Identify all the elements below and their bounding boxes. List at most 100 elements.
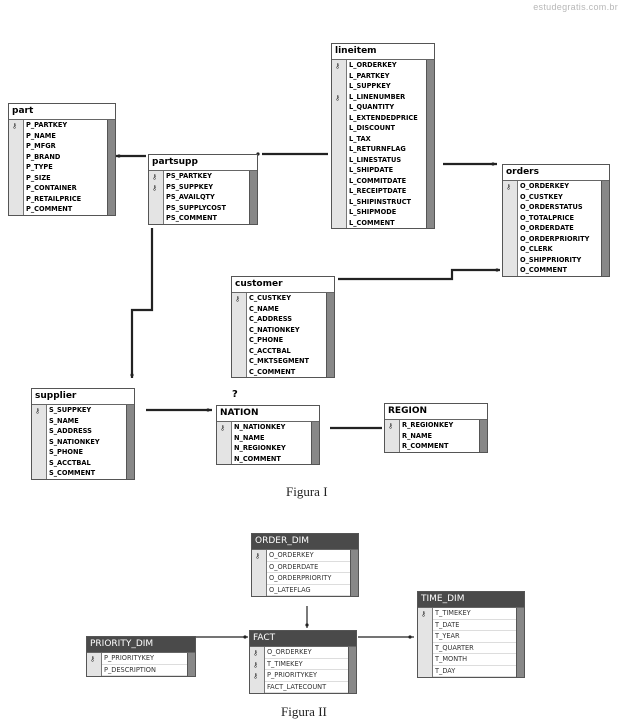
column-field: C_PHONE [247,335,326,346]
column-name: PS_PARTKEY [166,172,212,180]
column-field: L_TAX [347,134,426,145]
column-name: L_LINESTATUS [349,155,402,164]
column-name: P_SIZE [26,173,51,182]
scrollbar[interactable] [348,647,356,693]
column-field: ⚷P_PARTKEY [12,120,107,131]
primary-key-icon: ⚷ [335,62,341,70]
column-name: PS_SUPPKEY [166,182,214,191]
column-field: ⚷S_SUPPKEY [35,405,126,416]
table-title: NATION [217,406,319,422]
rel-customer-orders [338,268,500,281]
scrollbar[interactable] [426,60,434,228]
scrollbar[interactable] [479,420,487,452]
column-field: P_CONTAINER [24,183,107,194]
column-name: R_NAME [402,431,433,440]
column-name: O_ORDERKEY [520,182,570,190]
column-field: ⚷O_ORDERKEY [255,550,350,562]
scrollbar[interactable] [326,293,334,377]
primary-key-icon: ⚷ [388,422,394,430]
scrollbar[interactable] [516,608,524,677]
primary-key-icon: ⚷ [12,122,18,130]
column-field: ⚷L_LINENUMBER [335,92,426,103]
column-name: S_PHONE [49,448,84,456]
column-name: T_DAY [435,666,456,675]
column-name: T_MONTH [435,655,468,663]
column-name: P_DESCRIPTION [104,665,156,674]
column-field: O_ORDERDATE [518,223,601,234]
table-title: partsupp [149,155,257,171]
scrollbar[interactable] [126,405,134,479]
column-name: N_NATIONKEY [234,423,286,431]
scrollbar[interactable] [350,550,358,596]
column-field: S_COMMENT [47,468,126,479]
column-field: L_SHIPDATE [347,165,426,176]
column-name: O_ORDERKEY [269,551,314,559]
column-field: O_ORDERSTATUS [518,202,601,213]
column-name: P_CONTAINER [26,184,77,192]
scrollbar[interactable] [107,120,115,215]
column-field: S_ACCTBAL [47,458,126,469]
column-name: L_LINENUMBER [349,92,406,101]
column-name: T_TIMEKEY [267,659,303,668]
column-field: N_COMMENT [232,454,311,465]
scrollbar[interactable] [187,653,195,676]
scrollbar[interactable] [311,422,319,464]
column-name: O_ORDERSTATUS [520,203,583,211]
column-field: L_PARTKEY [347,71,426,82]
row-selector-gutter [32,405,47,479]
column-field: ⚷T_TIMEKEY [253,659,348,670]
column-name: P_PRIORITYKEY [104,654,155,662]
column-field: L_SHIPMODE [347,207,426,218]
column-field: O_ORDERPRIORITY [518,234,601,245]
column-name: PS_COMMENT [166,214,217,222]
column-field: N_REGIONKEY [232,443,311,454]
column-name: FACT_LATECOUNT [267,682,327,691]
column-name: C_PHONE [249,336,284,344]
column-name: C_MKTSEGMENT [249,357,310,365]
column-field: T_DAY [433,666,516,677]
column-field: P_SIZE [24,173,107,184]
column-name: P_MFGR [26,142,56,150]
row-selector-gutter [418,608,433,677]
column-field: L_SUPPKEY [347,81,426,92]
row-selector-gutter [149,171,164,224]
column-field: S_ADDRESS [47,426,126,437]
column-name: T_DATE [435,620,460,629]
column-name: O_ORDERDATE [520,224,574,232]
column-name: P_BRAND [26,152,61,161]
column-field: C_COMMENT [247,367,326,378]
column-name: P_RETAILPRICE [26,194,82,203]
scrollbar[interactable] [249,171,257,224]
column-field: P_TYPE [24,162,107,173]
column-field: S_NAME [47,416,126,427]
column-field: ⚷T_TIMEKEY [421,608,516,620]
column-name: O_CUSTKEY [520,192,563,201]
column-field: O_TOTALPRICE [518,213,601,224]
column-name: L_SHIPMODE [349,208,397,216]
row-selector-gutter [503,181,518,276]
column-field: ⚷P_PRIORITYKEY [253,670,348,682]
table-title: ORDER_DIM [252,534,358,550]
figure-2-caption: Figura II [281,704,327,719]
column-field: P_RETAILPRICE [24,194,107,205]
column-name: C_CUSTKEY [249,294,291,302]
column-field: S_PHONE [47,447,126,458]
scrollbar[interactable] [601,181,609,276]
column-field: L_SHIPINSTRUCT [347,197,426,208]
rel-partsupp-supplier [130,228,154,378]
column-name: S_NATIONKEY [49,437,100,446]
column-field: O_ORDERPRIORITY [267,573,350,585]
column-name: P_TYPE [26,163,53,171]
